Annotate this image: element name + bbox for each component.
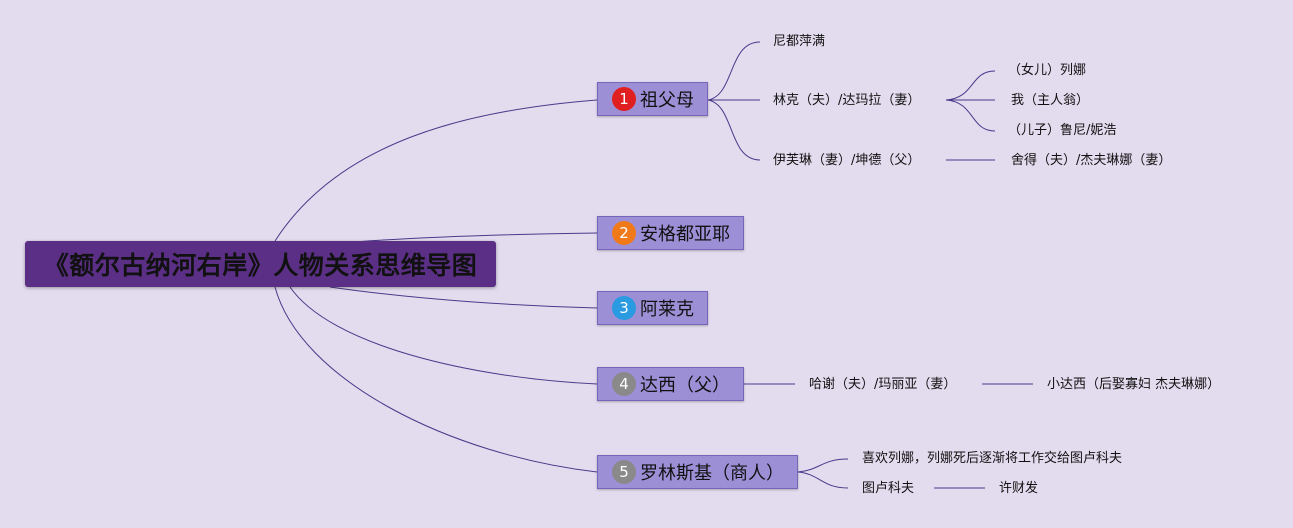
number-badge-icon: 4: [612, 372, 636, 396]
number-badge-icon: 3: [612, 296, 636, 320]
link-b1-a: [707, 41, 761, 101]
leaf-tulukefu[interactable]: 图卢科夫: [862, 481, 915, 496]
leaf-xiaodaxi[interactable]: 小达西（后娶寡妇 杰夫琳娜）: [1047, 377, 1221, 392]
link-b1b-1: [945, 70, 996, 101]
link-b1b-3: [945, 99, 996, 132]
link-b5-a: [797, 458, 849, 473]
branch-alaike[interactable]: 3 阿莱克: [597, 291, 708, 325]
branch-label: 达西（父）: [640, 375, 730, 396]
leaf-shede-jiefulinna[interactable]: 舍得（夫）/杰夫琳娜（妻）: [1011, 153, 1172, 168]
leaf-linke-damala[interactable]: 林克（夫）/达玛拉（妻）: [773, 93, 921, 108]
link-root-b4: [289, 286, 598, 385]
branch-anggeduyaye[interactable]: 2 安格都亚耶: [597, 216, 744, 250]
branch-label: 安格都亚耶: [640, 224, 730, 245]
link-b1-c: [707, 99, 761, 161]
link-root-b1: [274, 99, 598, 242]
branch-grandparents[interactable]: 1 祖父母: [597, 82, 708, 116]
branch-label: 罗林斯基（商人）: [640, 463, 784, 484]
link-root-b3: [329, 286, 598, 309]
leaf-me-protagonist[interactable]: 我（主人翁）: [1011, 93, 1090, 108]
root-title: 《额尔古纳河右岸》人物关系思维导图: [43, 251, 478, 280]
branch-luolinsiji[interactable]: 5 罗林斯基（商人）: [597, 455, 798, 489]
number-badge-icon: 2: [612, 221, 636, 245]
leaf-likes-liena[interactable]: 喜欢列娜，列娜死后逐渐将工作交给图卢科夫: [862, 451, 1123, 466]
link-root-b5: [274, 286, 598, 473]
link-root-b2: [339, 232, 598, 244]
leaf-daughter-liena[interactable]: （女儿）列娜: [1008, 63, 1087, 78]
root-topic[interactable]: 《额尔古纳河右岸》人物关系思维导图: [25, 241, 496, 287]
link-b5-b: [797, 471, 849, 489]
number-badge-icon: 1: [612, 87, 636, 111]
leaf-son-luni[interactable]: （儿子）鲁尼/妮浩: [1008, 123, 1117, 138]
branch-label: 阿莱克: [640, 299, 694, 320]
branch-daxi[interactable]: 4 达西（父）: [597, 367, 744, 401]
number-badge-icon: 5: [612, 460, 636, 484]
leaf-xucaifa[interactable]: 许财发: [999, 481, 1039, 496]
branch-label: 祖父母: [640, 90, 694, 111]
leaf-niduping[interactable]: 尼都萍满: [773, 34, 826, 49]
leaf-haxie-maliya[interactable]: 哈谢（夫）/玛丽亚（妻）: [809, 377, 957, 392]
leaf-yifulin-kunde[interactable]: 伊芙琳（妻）/坤德（父）: [773, 153, 921, 168]
